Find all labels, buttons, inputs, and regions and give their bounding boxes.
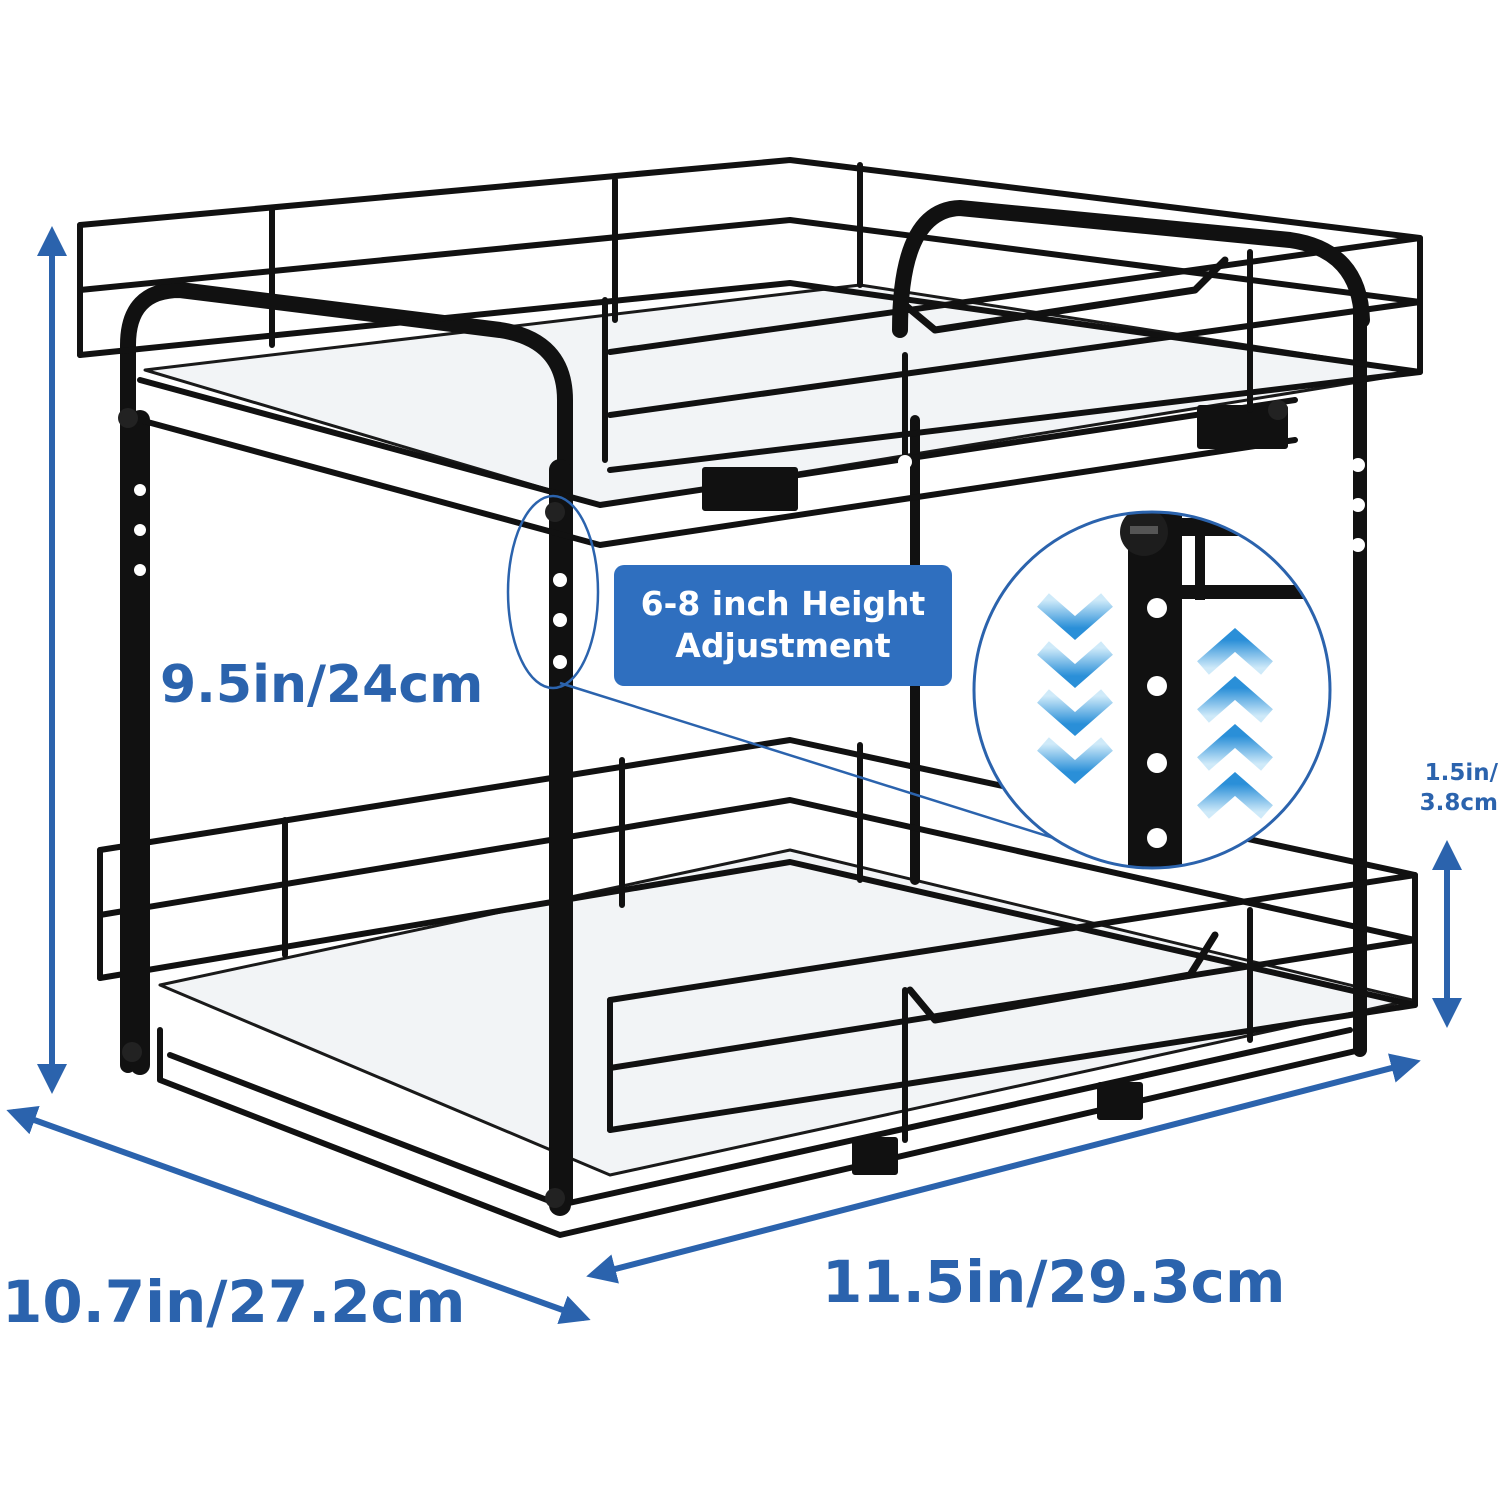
- upper-basket: [77, 157, 1423, 473]
- down-chevrons-icon: [1037, 593, 1113, 784]
- highlight-ellipse: [506, 494, 600, 690]
- depth-dimension-label: 10.7in/27.2cm: [2, 1268, 466, 1336]
- height-dimension-label: 9.5in/24cm: [160, 655, 484, 715]
- width-dimension-label: 11.5in/29.3cm: [822, 1248, 1286, 1316]
- adjustment-range-label: 1.5in/ 3.8cm: [1388, 758, 1498, 818]
- height-adjustment-callout: 6-8 inch Height Adjustment: [614, 565, 952, 686]
- adjustment-holes: [134, 455, 1365, 669]
- up-chevrons-icon: [1197, 628, 1273, 819]
- callout-line1: 6-8 inch Height: [640, 584, 926, 623]
- range-line2: 3.8cm: [1419, 790, 1498, 816]
- callout-line2: Adjustment: [675, 626, 891, 665]
- depth-arrow-icon: [6, 1106, 591, 1324]
- front-side-panel: [120, 282, 573, 1208]
- width-arrow-icon: [586, 1053, 1421, 1284]
- range-line1: 1.5in/: [1424, 760, 1498, 786]
- zoom-detail: [972, 510, 1332, 870]
- zoom-connector: [559, 681, 1131, 864]
